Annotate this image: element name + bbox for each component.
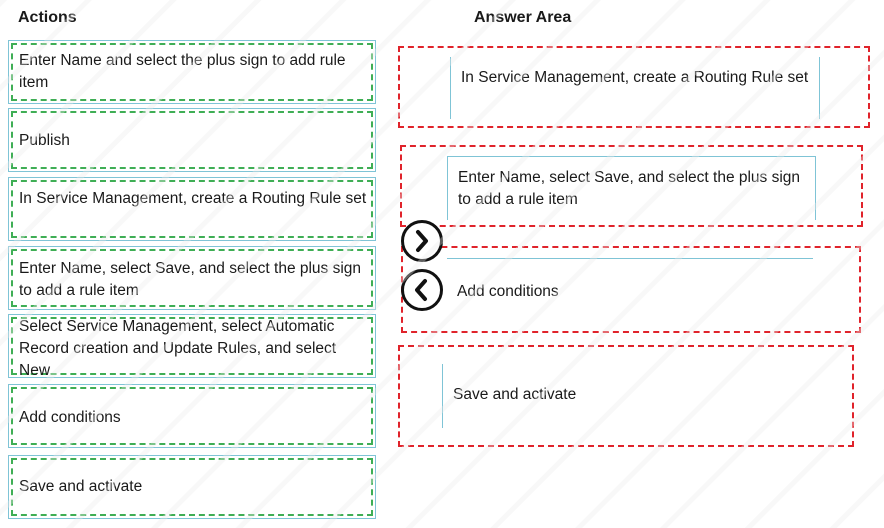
action-item-publish[interactable]: Publish (8, 108, 376, 172)
answer-item-create-routing-rule-set[interactable]: In Service Management, create a Routing … (450, 57, 820, 119)
answer-item-label: Enter Name, select Save, and select the … (458, 169, 801, 208)
action-item-label: Enter Name and select the plus sign to a… (19, 52, 346, 91)
move-right-button[interactable] (401, 220, 443, 262)
move-left-button[interactable] (401, 269, 443, 311)
action-item-add-conditions[interactable]: Add conditions (8, 384, 376, 448)
action-item-create-routing-rule-set[interactable]: In Service Management, create a Routing … (8, 177, 376, 241)
action-item-enter-name-save-plus[interactable]: Enter Name, select Save, and select the … (8, 246, 376, 310)
action-item-label: In Service Management, create a Routing … (19, 190, 367, 207)
answer-item-save-activate[interactable]: Save and activate (442, 364, 806, 428)
answer-item-label: Save and activate (453, 386, 577, 403)
action-item-label: Publish (19, 132, 70, 149)
answer-item-add-conditions[interactable]: Add conditions (447, 258, 813, 322)
action-item-select-service-management[interactable]: Select Service Management, select Automa… (8, 314, 376, 379)
action-item-label: Add conditions (19, 409, 121, 426)
chevron-left-icon (415, 279, 427, 301)
action-item-label: Select Service Management, select Automa… (19, 318, 337, 379)
answer-item-label: Add conditions (457, 283, 559, 300)
action-item-label: Enter Name, select Save, and select the … (19, 260, 362, 299)
answer-item-enter-name-save-plus[interactable]: Enter Name, select Save, and select the … (447, 156, 816, 220)
action-item-enter-name-plus[interactable]: Enter Name and select the plus sign to a… (8, 40, 376, 104)
action-item-label: Save and activate (19, 478, 143, 495)
chevron-right-icon (416, 230, 428, 252)
answer-area-heading: Answer Area (474, 9, 572, 26)
action-item-save-activate[interactable]: Save and activate (8, 455, 376, 519)
answer-item-label: In Service Management, create a Routing … (461, 69, 809, 86)
actions-heading: Actions (18, 9, 77, 26)
